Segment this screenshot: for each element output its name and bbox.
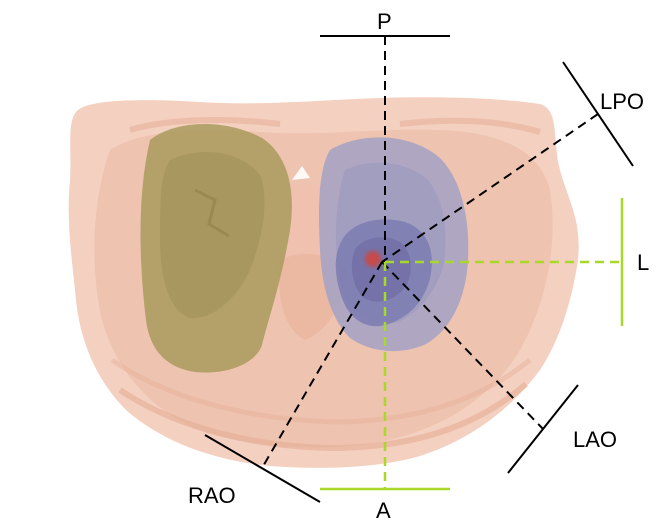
label-left: L	[637, 250, 649, 275]
label-lpo: LPO	[600, 89, 644, 114]
target-point	[365, 251, 381, 267]
label-anterior: A	[376, 498, 391, 523]
label-posterior: P	[377, 9, 392, 34]
label-rao: RAO	[188, 483, 236, 508]
label-lao: LAO	[573, 427, 617, 452]
